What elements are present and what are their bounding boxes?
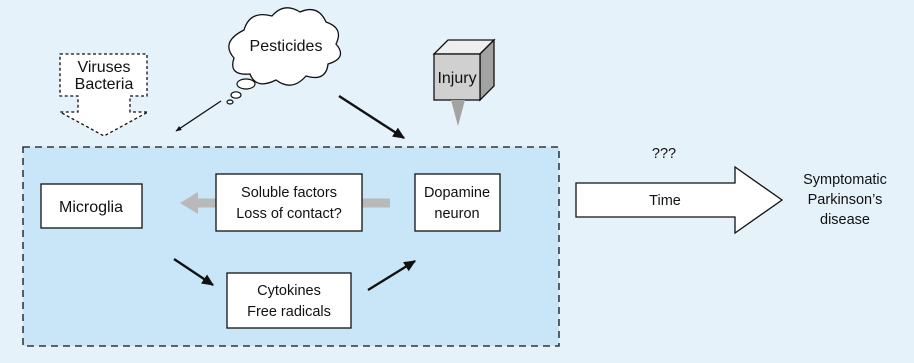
thought-cloud-icon <box>228 7 342 86</box>
pesticides-cloud: Pesticides <box>226 7 342 105</box>
microglia-label: Microglia <box>59 199 123 216</box>
dashed-down-arrow-icon <box>59 53 149 137</box>
injury-label: Injury <box>437 70 476 87</box>
outcome-line2: Parkinson’s <box>808 192 883 208</box>
outcome-line1: Symptomatic <box>803 172 887 188</box>
block-right-arrow-icon <box>575 165 784 235</box>
unknown-label: ??? <box>652 146 676 162</box>
pesticides-to-microglia-arrow <box>175 100 222 132</box>
injury-cube: Injury <box>432 38 496 126</box>
pesticides-label: Pesticides <box>250 38 323 55</box>
microglia-to-cytokines-arrow <box>173 258 214 286</box>
dopamine-neuron-box <box>414 173 501 232</box>
neuron-label: neuron <box>434 206 479 222</box>
time-label: Time <box>649 193 681 209</box>
viruses-label: Viruses <box>77 59 130 76</box>
cytokines-box <box>226 272 352 329</box>
pesticides-to-neuron-arrow <box>338 94 406 140</box>
free-radicals-label: Free radicals <box>247 304 331 320</box>
dopamine-label: Dopamine <box>424 185 490 201</box>
bacteria-label: Bacteria <box>75 76 134 93</box>
viruses-bacteria-arrow: Viruses Bacteria <box>59 53 149 137</box>
outcome-line3: disease <box>820 212 870 228</box>
cytokines-label: Cytokines <box>257 283 321 299</box>
loss-of-contact-label: Loss of contact? <box>236 206 342 222</box>
soluble-factors-label: Soluble factors <box>241 185 337 201</box>
soluble-factors-box <box>215 173 363 232</box>
microglia-box <box>40 183 143 229</box>
cytokines-to-neuron-arrow <box>367 259 417 292</box>
